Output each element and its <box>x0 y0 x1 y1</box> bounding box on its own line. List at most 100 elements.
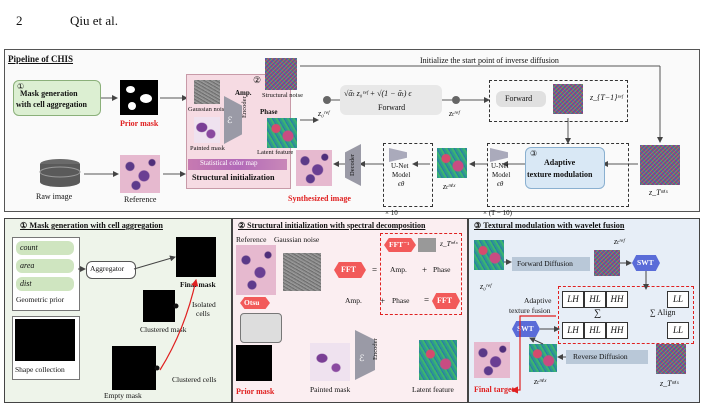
forward-formula-box <box>340 85 442 115</box>
equals-2: = <box>424 295 430 305</box>
final-target-label: Final target <box>474 385 515 394</box>
times-10-label: × 10 <box>385 209 398 217</box>
clustered-mask-label: Clustered mask <box>140 325 187 334</box>
prior-mask-image-p2 <box>236 345 272 381</box>
otsu-shape <box>240 297 270 309</box>
equals-1: = <box>372 265 378 275</box>
swt-label-2: SWT <box>517 324 534 333</box>
phase-label-2: Phase <box>392 296 410 305</box>
reference-image-p2 <box>236 245 276 295</box>
lh-cell-1: LH <box>562 291 584 308</box>
fft-inverse-label: FFT⁻¹ <box>389 240 410 249</box>
running-title: Qiu et al. <box>70 13 119 28</box>
statistical-color-map-label: Statistical color map <box>200 159 258 167</box>
unet1-line1: U-Net <box>391 162 409 170</box>
zT1-ref-label: z_{T−1}ʳᵉᶠ <box>590 93 623 102</box>
dist-label: dist <box>20 279 32 288</box>
step1-circle: ① <box>17 82 25 91</box>
prior-mask-image <box>120 80 158 115</box>
ll-cell-1: LL <box>667 291 689 308</box>
unet2-line2: Model <box>492 171 511 179</box>
fft-shape-2 <box>432 293 460 309</box>
zT1-noise-image <box>553 84 583 114</box>
clustered-mask-image <box>143 290 175 322</box>
encoder-epsilon: ℰ <box>227 115 233 125</box>
z0-ref-image-p3 <box>474 240 504 270</box>
unet2-icon <box>490 148 508 162</box>
unet1-line2: Model <box>392 171 411 179</box>
encoder-shape-p2 <box>355 330 375 380</box>
forward-formula: √ᾱₜ z₀ʳᵉᶠ + √(1 − ᾱₜ) ϵ <box>344 89 412 98</box>
painted-mask-label-p2: Painted mask <box>310 385 351 394</box>
reference-label: Reference <box>124 195 157 204</box>
times-T10-label: × (T − 10) <box>483 209 512 217</box>
adaptive-fusion-line2: texture fusion <box>509 306 551 315</box>
ll-cell-2: LL <box>667 322 689 339</box>
hh-cell-1: HH <box>606 291 628 308</box>
adaptive-fusion-line1: Adaptive <box>524 296 552 305</box>
prior-mask-label: Prior mask <box>120 119 159 128</box>
wavelet-dashed-region <box>558 286 694 344</box>
reference-image <box>120 155 160 193</box>
otsu-label: Otsu <box>244 298 260 307</box>
synthesized-image-label: Synthesized image <box>288 194 351 203</box>
latent-feature-image <box>267 118 297 148</box>
synthesized-image <box>296 150 332 186</box>
step2-circle: ② <box>253 75 262 85</box>
plus-1: + <box>422 265 428 275</box>
count-label: count <box>20 243 38 252</box>
painted-mask-image <box>194 117 220 143</box>
latent-feature-label: Latent feature <box>257 149 294 156</box>
unet1-icon <box>389 148 407 162</box>
fft-label-2: FFT <box>437 296 453 305</box>
empty-mask-image <box>112 346 156 390</box>
forward-diffusion-label: Forward Diffusion <box>517 259 573 268</box>
final-target-image <box>474 342 510 378</box>
fft-shape-1 <box>334 262 366 278</box>
reverse-diffusion-bar <box>566 350 648 364</box>
sigma-label: ∑ <box>594 308 602 319</box>
adaptive-line1: Adaptive <box>544 158 576 167</box>
panel3-title: ③ Textural modulation with wavelet fusio… <box>474 221 625 230</box>
hl-cell-2: HL <box>584 322 606 339</box>
forward-label: Forward <box>378 103 406 112</box>
sigma-align-label: ∑ Align <box>650 308 676 317</box>
raw-image-label: Raw image <box>36 192 73 201</box>
aggregator-box <box>86 261 136 279</box>
encoder-epsilon-p2: ℰ <box>359 353 365 363</box>
latent-feature-label-p2: Latent feature <box>412 385 454 394</box>
palette-icon <box>240 313 282 343</box>
encoder-shape <box>224 96 242 144</box>
zT-mix-label-p2: z_Tᵐⁱˣ <box>440 239 458 248</box>
zT-mix-thumb <box>418 238 436 252</box>
forward-button-box <box>496 91 546 107</box>
unet2-line3: ϵθ <box>497 180 504 188</box>
zt-mix-label-p3: zₜᵐⁱˣ <box>534 377 547 386</box>
final-mask-image <box>176 237 216 277</box>
step1-label-line1: Mask generation <box>20 89 78 98</box>
fft-label-1: FFT <box>341 265 357 274</box>
amp-label: Amp. <box>235 89 252 97</box>
raw-image-icon <box>38 158 82 188</box>
plus-2: + <box>380 296 386 306</box>
pipeline-title: Pipeline of CHIS <box>8 54 74 64</box>
zt-mix-image <box>437 148 467 178</box>
shape-collection-label: Shape collection <box>15 365 65 374</box>
swt-label-1: SWT <box>637 258 654 267</box>
zt-ref-label-p3: zₜʳᵉᶠ <box>614 237 625 246</box>
zT-mix-image-p3 <box>656 344 686 374</box>
page-number: 2 <box>16 13 23 28</box>
shape-collection-image <box>15 319 75 361</box>
fft-inverse-shape <box>384 238 416 252</box>
dist-chip <box>16 277 74 291</box>
geometric-prior-label: Geometric prior <box>16 295 65 304</box>
zt-mix-label: zₜᵐⁱˣ <box>443 182 456 191</box>
forward-label-2: Forward <box>505 94 533 103</box>
hh-cell-2: HH <box>606 322 628 339</box>
z0-ref-label: z₀ʳᵉᶠ <box>318 109 330 118</box>
empty-mask-label: Empty mask <box>104 391 142 400</box>
unet2-line1: U-Net <box>491 162 509 170</box>
swt-shape-2 <box>512 321 540 337</box>
structural-noise-label: Structural noise <box>262 92 303 99</box>
